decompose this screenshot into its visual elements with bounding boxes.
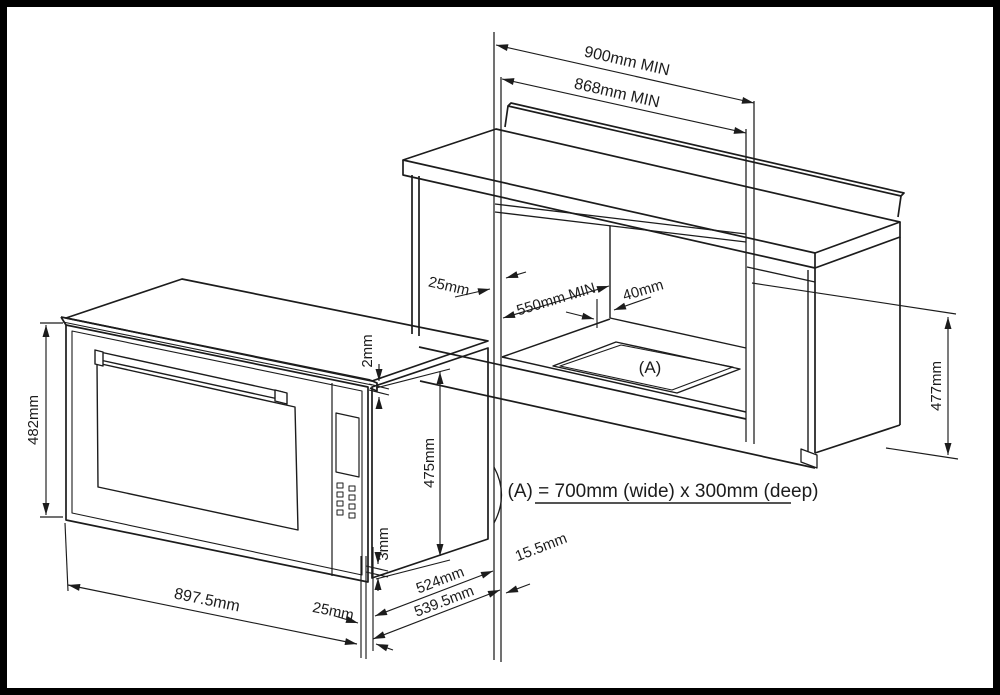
dim-40-arrow-left — [565, 311, 595, 320]
shelf-left-edge — [501, 318, 611, 358]
dim-5395 — [372, 589, 501, 640]
front-rail-top — [418, 346, 747, 420]
tick-2-top — [368, 383, 390, 390]
dim-25-bottom-left-arrow — [334, 615, 359, 624]
dim-label-oven-front-overhang: 25mm — [311, 599, 355, 624]
tick-2-bottom — [368, 389, 390, 396]
dim-label-oven-height: 482mm — [25, 395, 42, 445]
vent-size-note: (A) = 700mm (wide) x 300mm (deep) — [508, 481, 819, 502]
dim-550 — [502, 285, 610, 319]
backsplash-top — [507, 102, 905, 197]
dimension-lines — [40, 32, 959, 662]
dim-label-cabinet-niche-height: 477mm — [928, 361, 945, 411]
dim-868 — [501, 78, 747, 134]
oven-handle-right-post — [274, 389, 288, 405]
ext-477-bottom — [885, 447, 959, 460]
oven-top-rail-end — [60, 316, 67, 326]
dim-155-arrow — [505, 583, 531, 594]
oven-handle-left-post — [94, 349, 104, 367]
plinth-step — [800, 448, 818, 469]
dim-label-cabinet-rear-gap: 40mm — [621, 276, 666, 304]
right-section-top — [746, 266, 816, 283]
oven-door-frame — [71, 330, 363, 576]
shelf-front-edge — [501, 356, 747, 413]
dim-label-oven-top-clearance: 2mm — [359, 334, 376, 367]
oven-top-rail-line — [62, 321, 373, 386]
dim-40-arrow-right — [613, 296, 652, 311]
niche-back-base — [609, 317, 747, 349]
backsplash-front — [504, 105, 902, 218]
dim-label-oven-bottom-clearance: 3mm — [375, 527, 392, 560]
front-rail-bottom — [419, 380, 816, 469]
cabinet-drawing — [402, 102, 905, 469]
ext-8975-left — [64, 522, 69, 592]
tick-3-top — [365, 565, 389, 572]
dim-25-top-left-arrow — [454, 288, 491, 298]
tick-3-bottom — [365, 571, 389, 578]
oven-top-rail-cap — [369, 379, 378, 392]
oven-buttons — [336, 482, 356, 519]
dim-label-cabinet-cutout-width: 868mm MIN — [573, 76, 662, 112]
niche-top-outer — [494, 203, 747, 235]
dim-8975 — [67, 583, 358, 646]
right-side-bottom — [814, 424, 901, 454]
oven-top-rail — [60, 316, 371, 381]
counter-end-cap — [814, 222, 901, 269]
dim-label-oven-door-protrusion: 15.5mm — [513, 530, 570, 565]
niche-top-inner — [494, 211, 747, 243]
oven-door — [65, 324, 369, 583]
oven-drawing — [60, 278, 503, 583]
dim-label-cabinet-cutout-depth: 550mm MIN — [515, 280, 598, 320]
vent-cutout-outer — [552, 341, 741, 394]
oven-side-face — [371, 347, 489, 579]
dim-25-top-right-arrow — [505, 271, 527, 279]
dim-label-cabinet-side-panel: 25mm — [427, 274, 471, 300]
oven-window — [96, 362, 299, 531]
ext-475-bottom — [375, 559, 451, 580]
counter-front-edge — [402, 160, 816, 269]
oven-display — [335, 412, 360, 478]
dim-label-oven-width: 897.5mm — [173, 586, 242, 616]
dim-25-bottom-right-arrow — [375, 643, 394, 652]
vent-cutout-label: (A) — [639, 358, 662, 377]
vent-cutout-inner — [559, 344, 734, 391]
ext-477-top — [751, 282, 957, 315]
dim-label-oven-body-height: 475mm — [421, 438, 438, 488]
